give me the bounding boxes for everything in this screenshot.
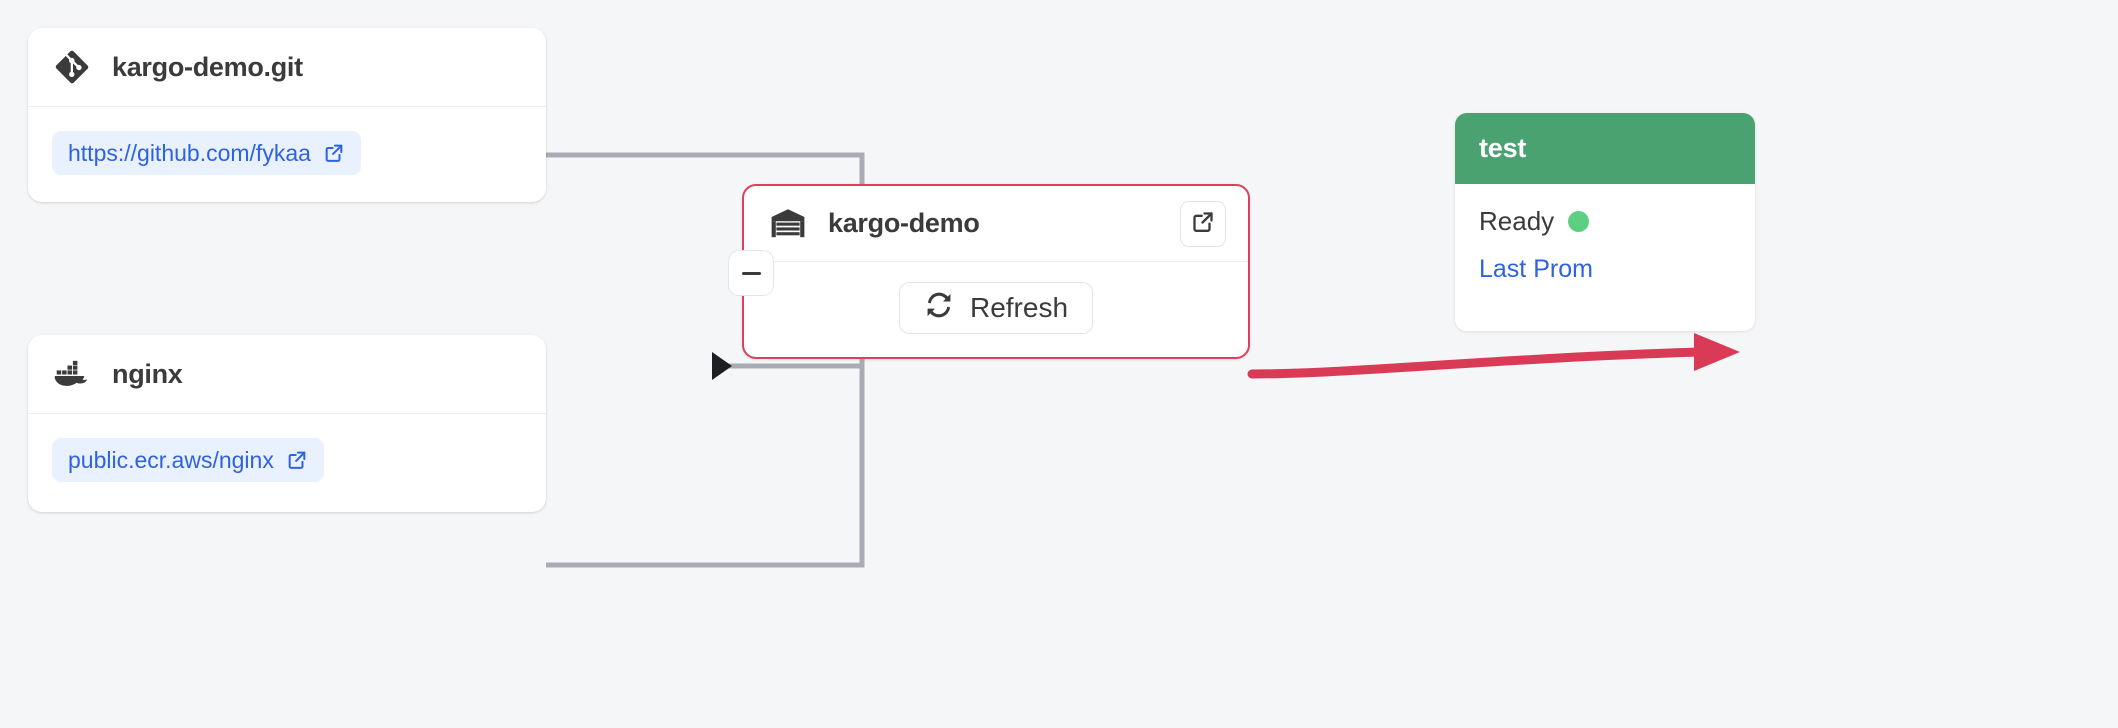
warehouse-card-header: kargo-demo: [744, 186, 1248, 262]
git-repo-url-text: https://github.com/fykaa: [68, 140, 311, 166]
git-card-title: kargo-demo.git: [112, 51, 303, 82]
image-card-header: nginx: [28, 335, 546, 414]
stage-card-body: Ready Last Prom: [1455, 184, 1755, 331]
stage-title: test: [1479, 133, 1527, 163]
image-repo-url-link[interactable]: public.ecr.aws/nginx: [52, 438, 324, 483]
refresh-icon: [924, 290, 954, 327]
warehouse-icon: [770, 206, 806, 242]
external-link-icon: [1191, 210, 1215, 237]
docker-icon: [54, 356, 90, 392]
node-card-stage[interactable]: test Ready Last Prom: [1455, 113, 1755, 331]
warehouse-card-body: Refresh: [744, 262, 1248, 334]
refresh-button[interactable]: Refresh: [898, 282, 1094, 334]
git-card-body: https://github.com/fykaa: [28, 107, 546, 202]
warehouse-card-title: kargo-demo: [828, 208, 980, 238]
edge-warehouse-to-stage: [1247, 347, 1705, 379]
image-card-title: nginx: [112, 358, 183, 389]
git-icon: [54, 49, 90, 85]
warehouse-collapse-toggle[interactable]: [728, 250, 774, 296]
stage-status-label: Ready: [1479, 206, 1555, 236]
node-card-warehouse[interactable]: kargo-demo Refresh: [742, 184, 1250, 359]
node-card-image-repo[interactable]: nginx public.ecr.aws/nginx: [28, 335, 546, 512]
image-repo-url-text: public.ecr.aws/nginx: [68, 447, 274, 473]
node-card-git-repo[interactable]: kargo-demo.git https://github.com/fykaa: [28, 28, 546, 202]
stage-last-promotion-link[interactable]: Last Prom: [1479, 255, 1593, 283]
edge-arrow-warehouse: [712, 352, 732, 380]
external-link-icon: [323, 142, 345, 164]
edge-arrow-stage: [1694, 333, 1740, 371]
image-card-body: public.ecr.aws/nginx: [28, 414, 546, 510]
warehouse-open-external-button[interactable]: [1180, 200, 1226, 247]
stage-card-header: test: [1455, 113, 1755, 184]
git-card-header: kargo-demo.git: [28, 28, 546, 107]
minus-icon: [741, 271, 761, 275]
status-dot-green-icon: [1568, 211, 1590, 232]
refresh-button-label: Refresh: [969, 292, 1069, 323]
git-repo-url-link[interactable]: https://github.com/fykaa: [52, 131, 361, 176]
external-link-icon: [286, 449, 308, 471]
stage-status-row: Ready: [1479, 206, 1731, 237]
